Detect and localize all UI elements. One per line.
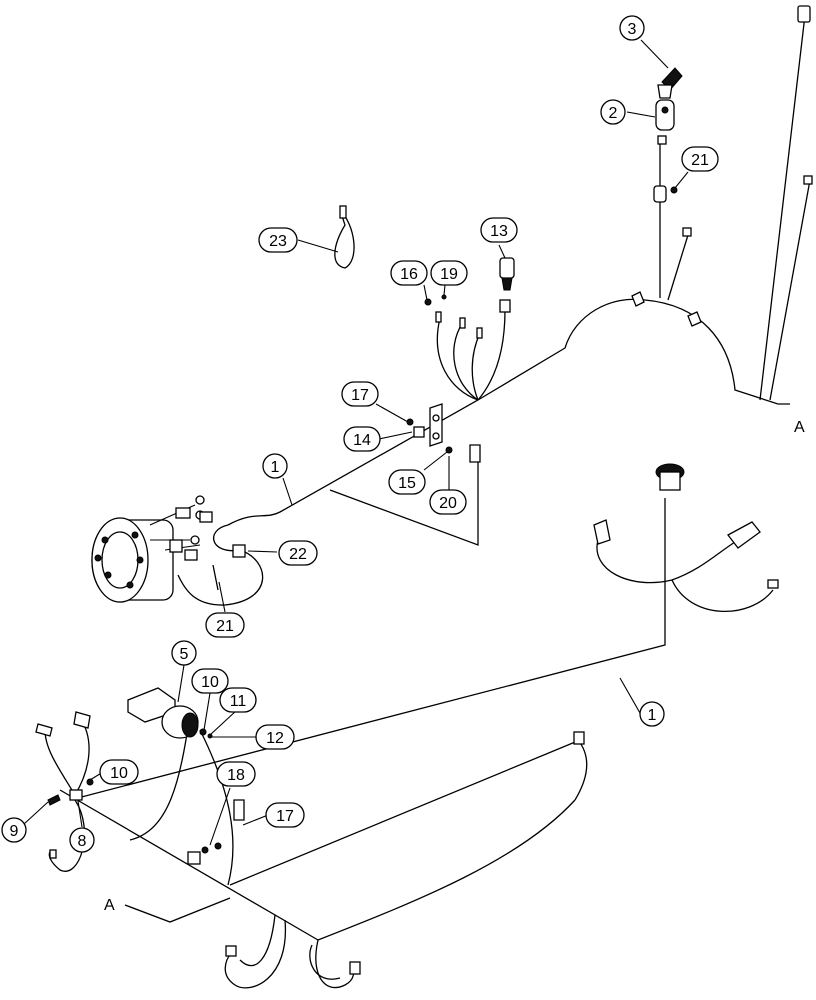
callout-17-upper: 16 [390,260,428,286]
callout-9: 9 [1,817,27,843]
reference-lines [124,897,231,923]
callout-13: 12 [255,724,295,750]
callout-14: 13 [480,217,518,243]
callout-11-label: 10 [201,674,219,691]
callout-15: 14 [343,426,381,452]
upper-terminals [424,294,483,339]
callout-15-label: 14 [353,432,371,449]
callout-22-middle: 22 [278,540,318,566]
clip-part-23 [334,205,355,269]
connection-mark-a-bottom: A [104,897,115,914]
callout-22-middle-label: 22 [289,546,307,563]
callout-13-label: 12 [266,730,284,747]
callout-22-top-label: 21 [691,152,709,169]
callout-18: 18 [216,761,256,787]
alternator [91,495,246,603]
bracket-part-16 [406,403,481,463]
lower-left-terminals [35,711,245,865]
callout-21: 21 [205,612,245,638]
callout-21-label: 21 [216,618,234,635]
callout-1-upper-label: 1 [271,459,280,476]
callout-9-label: 9 [10,823,19,840]
callout-3-label: 3 [628,21,637,38]
callout-17-upper-label: 16 [400,266,418,283]
upper-harness [177,14,811,606]
callout-20: 20 [429,489,467,515]
callout-17-middle: 17 [341,381,379,407]
callout-1-lower-label: 1 [648,707,657,724]
callout-19: 19 [430,260,468,286]
callout-19-label: 19 [440,266,458,283]
callout-20-label: 20 [439,495,457,512]
callout-1-upper: 1 [262,453,288,479]
callout-8-label: 8 [78,833,87,850]
callout-22-top: 21 [681,146,719,172]
callout-8: 8 [69,827,95,853]
callout-12: 11 [219,687,257,713]
callout-23: 23 [258,227,298,253]
callout-2-label: 2 [609,105,618,122]
harness-clips [631,5,813,327]
bottom-terminals [225,945,361,975]
callout-11: 10 [191,668,229,694]
lower-right-connectors [573,463,779,745]
connection-mark-a-top: A [794,419,805,436]
callout-17-lower-label: 17 [276,808,294,825]
callout-17-lower: 17 [265,802,305,828]
callout-2: 2 [600,99,626,125]
callout-12-label: 11 [230,693,247,710]
pressure-sensor-assembly [653,67,692,237]
leader-lines [23,39,689,846]
callout-17-middle-label: 17 [351,387,369,404]
callout-10: 10 [99,759,139,785]
callout-5: 5 [171,640,197,666]
callout-5-label: 5 [180,646,189,663]
callout-23-label: 23 [269,233,287,250]
callout-16: 15 [388,469,426,495]
switch-part-14 [499,257,515,313]
callout-16-label: 15 [398,475,416,492]
callout-14-label: 13 [490,223,508,240]
callout-3: 3 [619,15,645,41]
callout-1-lower: 1 [639,701,665,727]
sender-part-5 [127,687,213,739]
callout-18-label: 18 [227,767,245,784]
callout-10-label: 10 [110,765,128,782]
